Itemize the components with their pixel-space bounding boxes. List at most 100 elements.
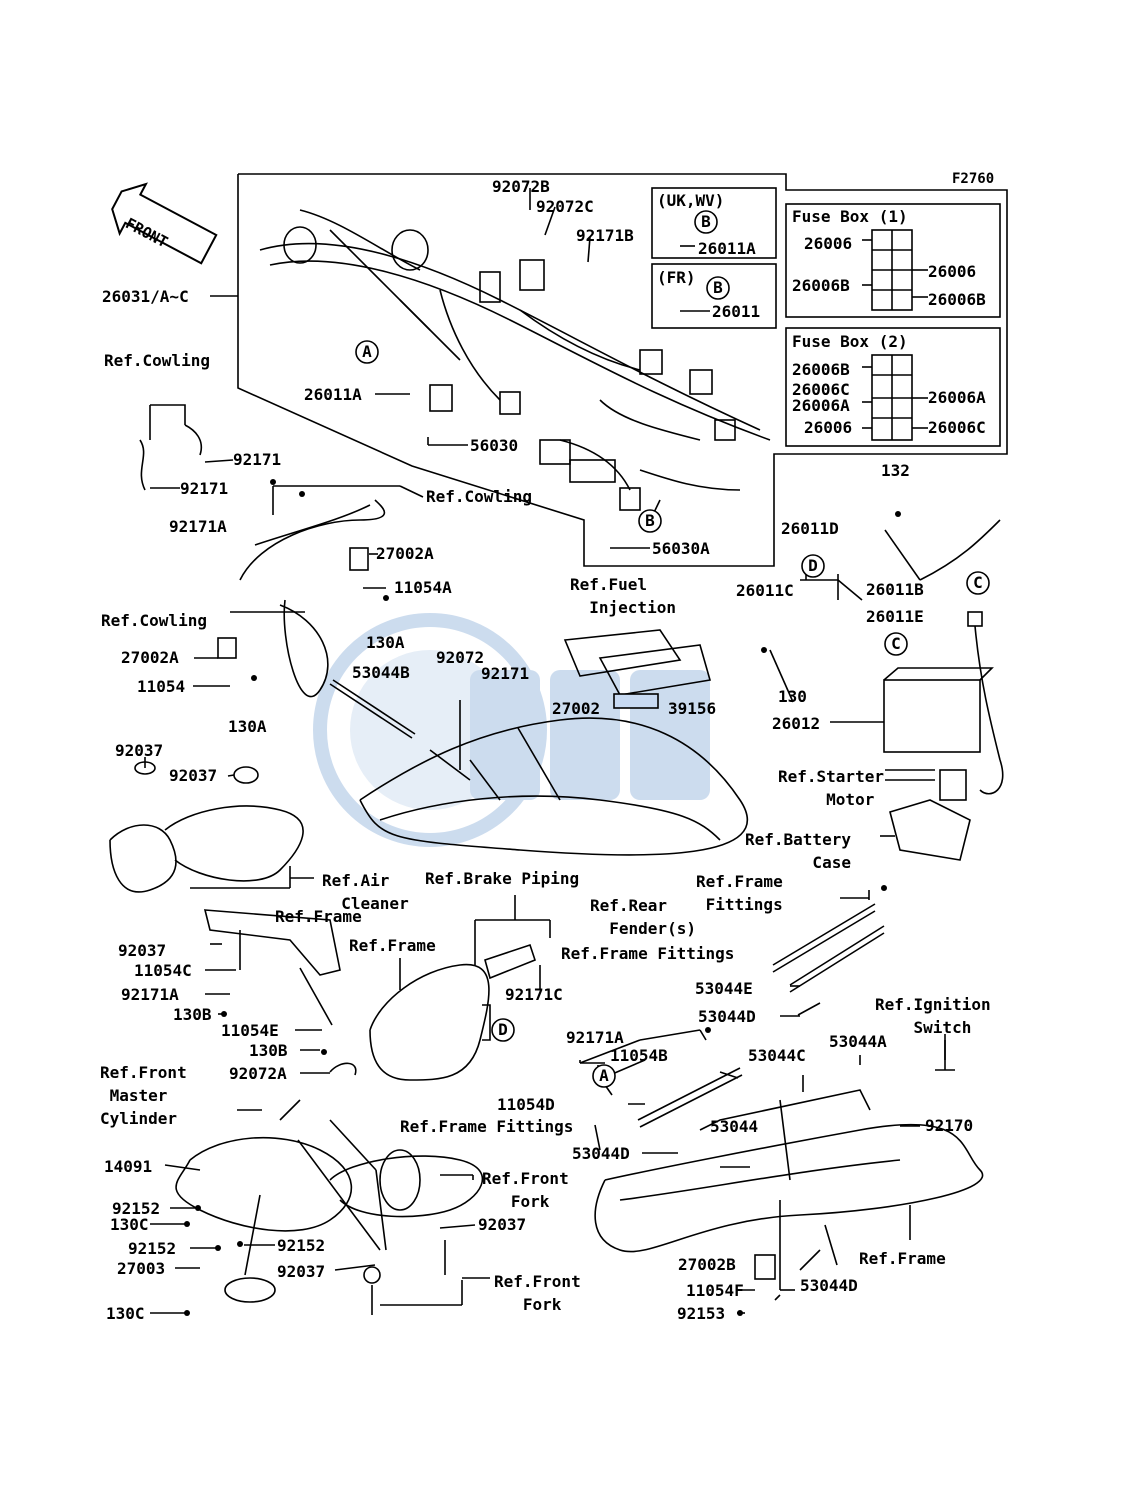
part-label: 27002B xyxy=(678,1255,736,1274)
part-label: 26011A xyxy=(304,385,362,404)
part-label: 26011C xyxy=(736,581,794,600)
part-label: 92171A xyxy=(566,1028,624,1047)
part-label: 92072A xyxy=(229,1064,287,1083)
part-label: 11054C xyxy=(134,961,192,980)
part-label: 92152 xyxy=(277,1236,326,1255)
part-label: 26011 xyxy=(712,302,761,321)
part-label: 26011D xyxy=(781,519,839,538)
part-label: 27002A xyxy=(121,648,179,667)
part-label: 92037 xyxy=(169,766,218,785)
part-label: 26011E xyxy=(866,607,924,626)
ref-label: Ref.Frame xyxy=(859,1249,946,1268)
part-label: 53044D xyxy=(698,1007,756,1026)
part-label: 56030 xyxy=(470,436,519,455)
fuse-box-1-part: 26006 xyxy=(804,234,853,253)
part-label: 92072C xyxy=(536,197,594,216)
part-label: 92072 xyxy=(436,648,485,667)
part-label: 53044D xyxy=(572,1144,630,1163)
part-label: 53044C xyxy=(748,1046,806,1065)
part-label: 92152 xyxy=(128,1239,177,1258)
part-label: 92152 xyxy=(112,1199,161,1218)
fuse-box-2-part: 26006C xyxy=(928,418,986,437)
callout-b-3: B xyxy=(645,511,655,530)
ref-label: Ref.Rear Fender(s) xyxy=(590,896,696,938)
callout-c-2: C xyxy=(891,634,901,653)
part-label: 26031/A~C xyxy=(102,287,189,306)
part-label: 11054B xyxy=(610,1046,668,1065)
fuse-box-1-title: Fuse Box (1) xyxy=(792,207,908,226)
callout-c-1: C xyxy=(973,573,983,592)
fuse-box-1-part: 26006B xyxy=(792,276,850,295)
part-label: 92171 xyxy=(481,664,530,683)
part-label: 92171A xyxy=(121,985,179,1004)
fuse-box-1-part: 26006B xyxy=(928,290,986,309)
part-label: 53044E xyxy=(695,979,753,998)
part-label: 56030A xyxy=(652,539,710,558)
callout-a-1: A xyxy=(362,342,372,361)
ref-label: Ref.Frame Fittings xyxy=(400,1117,574,1136)
part-label: 26012 xyxy=(772,714,821,733)
ref-label: Ref.Starter Motor xyxy=(778,767,884,809)
part-label: 39156 xyxy=(668,699,717,718)
ref-label: Ref.Frame xyxy=(275,907,362,926)
part-label: 11054A xyxy=(394,578,452,597)
callout-d-2: D xyxy=(498,1020,508,1039)
ref-label: Ref.Cowling xyxy=(101,611,207,630)
ref-label: Ref.Front Fork xyxy=(494,1272,581,1314)
ref-label: Ref.Air Cleaner xyxy=(322,871,409,913)
part-label: 132 xyxy=(881,461,910,480)
part-label: 27002 xyxy=(552,699,601,718)
variant-fr: (FR) xyxy=(657,268,696,287)
part-label: 26011A xyxy=(698,239,756,258)
ref-label: Ref.Fuel Injection xyxy=(570,575,676,617)
part-label: 130B xyxy=(173,1005,212,1024)
callout-b-2: B xyxy=(713,278,723,297)
part-label: 92171A xyxy=(169,517,227,536)
part-label: 92037 xyxy=(118,941,167,960)
callout-d-1: D xyxy=(808,556,818,575)
part-label: 26011B xyxy=(866,580,924,599)
ref-label: Ref.Battery Case xyxy=(745,830,851,872)
part-label: 11054 xyxy=(137,677,186,696)
ref-label: Ref.Brake Piping xyxy=(425,869,580,888)
part-label: 130 xyxy=(778,687,807,706)
part-label: 53044 xyxy=(710,1117,759,1136)
fuse-box-2-part: 26006A xyxy=(792,396,850,415)
part-label: 92171B xyxy=(576,226,634,245)
part-label: 130B xyxy=(249,1041,288,1060)
ref-label: Ref.Frame Fittings xyxy=(561,944,735,963)
front-arrow-shape xyxy=(111,182,218,265)
callout-a-2: A xyxy=(599,1066,609,1085)
part-label: 130C xyxy=(106,1304,145,1323)
fuse-box-2-title: Fuse Box (2) xyxy=(792,332,908,351)
ref-label: Ref.Front Fork xyxy=(482,1169,569,1211)
part-label: 27003 xyxy=(117,1259,166,1278)
part-label: 92153 xyxy=(677,1304,726,1323)
part-label: 92037 xyxy=(115,741,164,760)
part-label: 92072B xyxy=(492,177,550,196)
part-label: 130A xyxy=(228,717,267,736)
part-label: 130C xyxy=(110,1215,149,1234)
fuse-box-2-part: 26006 xyxy=(804,418,853,437)
fuse-box-1-part: 26006 xyxy=(928,262,977,281)
fuse-box-2-part: 26006B xyxy=(792,360,850,379)
part-label: 27002A xyxy=(376,544,434,563)
callout-b-1: B xyxy=(701,212,711,231)
fuse-box-2-part: 26006C xyxy=(792,380,850,399)
watermark-logo xyxy=(313,613,710,847)
ref-label: Ref.Cowling xyxy=(104,351,210,370)
part-label: 11054E xyxy=(221,1021,279,1040)
part-label: 14091 xyxy=(104,1157,153,1176)
ref-label: Ref.Cowling xyxy=(426,487,532,506)
ref-label: Ref.Frame Fittings xyxy=(696,872,783,914)
part-label: 92171C xyxy=(505,985,563,1004)
ref-label: Ref.Ignition Switch xyxy=(875,995,991,1037)
figure-code: F2760 xyxy=(952,171,995,187)
fuse-box-2-part: 26006A xyxy=(928,388,986,407)
part-label: 92037 xyxy=(277,1262,326,1281)
part-label: 92171 xyxy=(233,450,282,469)
part-label: 53044D xyxy=(800,1276,858,1295)
